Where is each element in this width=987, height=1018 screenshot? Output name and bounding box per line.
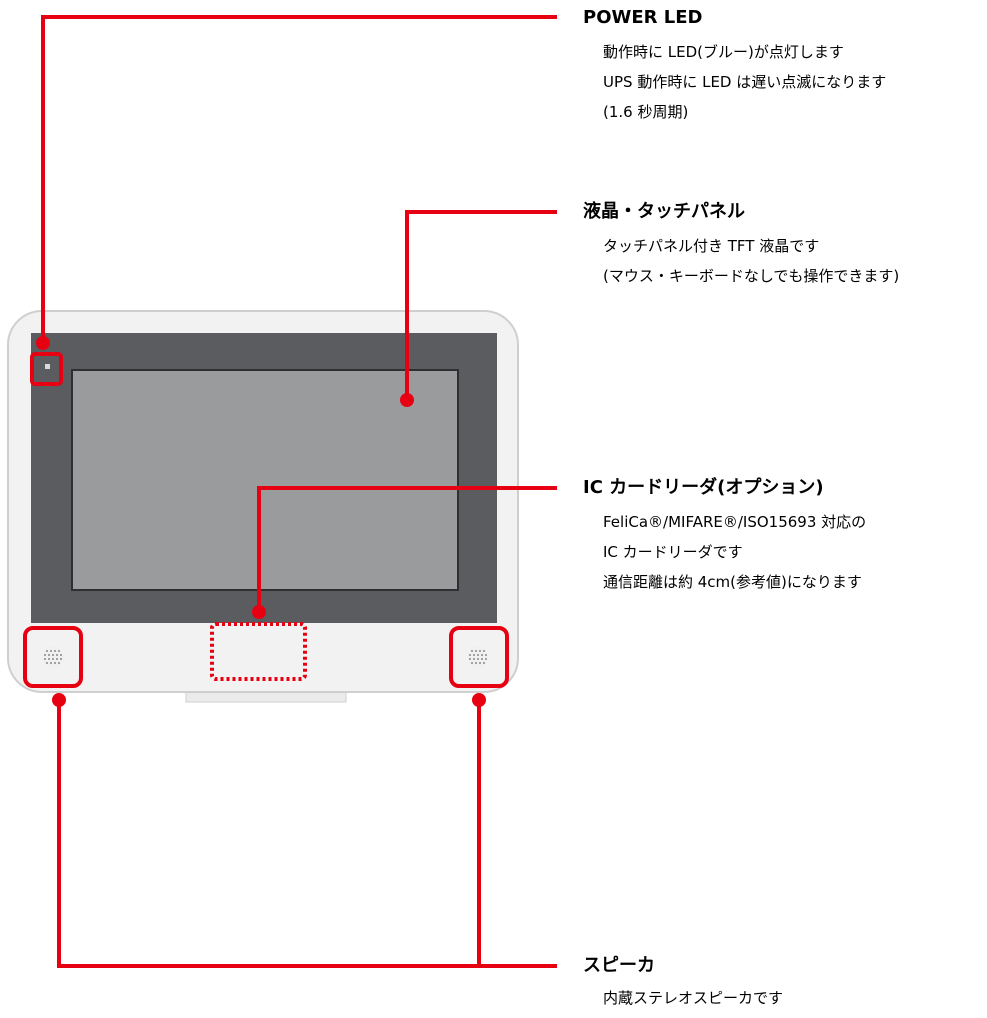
power-led-leader-line xyxy=(41,15,557,343)
speaker-left-callout-dot xyxy=(52,693,66,707)
speaker-title: スピーカ xyxy=(583,955,655,976)
speaker-description: 内蔵ステレオスピーカです xyxy=(603,983,783,1013)
ic-reader-highlight-box xyxy=(210,622,307,681)
lcd-description: タッチパネル付き TFT 液晶です (マウス・キーボードなしでも操作できます) xyxy=(603,231,899,291)
lcd-leader-line xyxy=(405,210,557,400)
ic-reader-desc-line: 通信距離は約 4cm(参考値)になります xyxy=(603,573,862,591)
ic-reader-title: IC カードリーダ(オプション) xyxy=(583,477,824,498)
lcd-screen xyxy=(71,369,459,591)
ic-reader-description: FeliCa®/MIFARE®/ISO15693 対応の IC カードリーダです… xyxy=(603,507,866,597)
speaker-right-highlight-box xyxy=(449,626,509,688)
power-led-description: 動作時に LED(ブルー)が点灯します UPS 動作時に LED は遅い点滅にな… xyxy=(603,37,886,127)
lcd-title: 液晶・タッチパネル xyxy=(583,201,745,222)
speaker-grille-left xyxy=(42,646,64,668)
speaker-left-highlight-box xyxy=(23,626,83,688)
speaker-right-callout-dot xyxy=(472,693,486,707)
lcd-desc-line: タッチパネル付き TFT 液晶です xyxy=(603,237,820,255)
power-led-desc-line: UPS 動作時に LED は遅い点滅になります xyxy=(603,73,887,91)
ic-reader-desc-line: FeliCa®/MIFARE®/ISO15693 対応の xyxy=(603,513,867,531)
speaker-desc-line: 内蔵ステレオスピーカです xyxy=(603,989,784,1007)
power-led-desc-line: (1.6 秒周期) xyxy=(603,103,689,121)
power-led-highlight-box xyxy=(30,352,63,386)
ic-reader-callout-dot xyxy=(252,605,266,619)
power-led-indicator xyxy=(45,364,50,369)
lcd-desc-line: (マウス・キーボードなしでも操作できます) xyxy=(603,267,900,285)
lcd-callout-dot xyxy=(400,393,414,407)
power-led-callout-dot xyxy=(36,336,50,350)
ic-reader-leader-line xyxy=(257,486,557,612)
power-led-desc-line: 動作時に LED(ブルー)が点灯します xyxy=(603,43,844,61)
speaker-leader-line xyxy=(57,700,557,968)
speaker-grille-right xyxy=(467,646,489,668)
ic-reader-desc-line: IC カードリーダです xyxy=(603,543,743,561)
power-led-title: POWER LED xyxy=(583,7,703,28)
